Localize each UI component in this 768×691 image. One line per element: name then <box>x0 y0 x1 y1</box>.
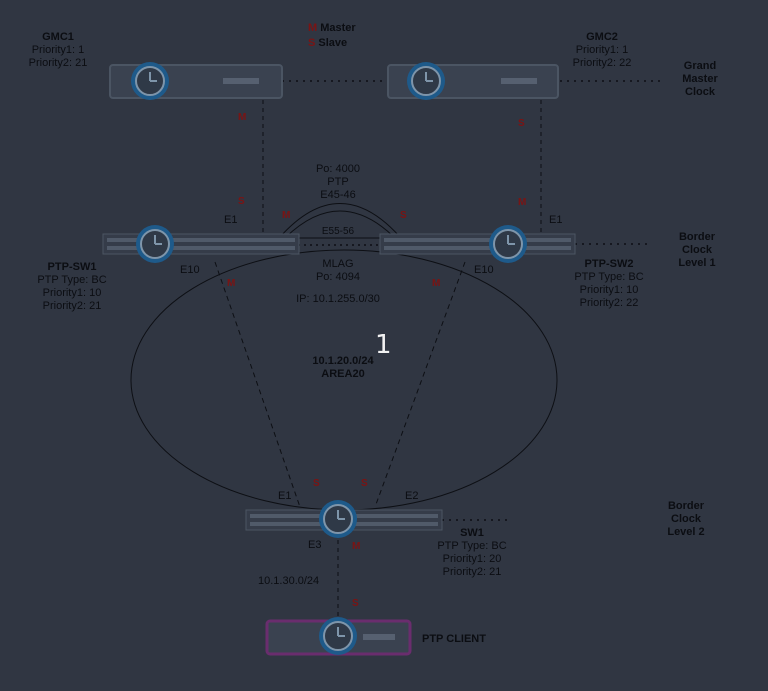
client-subnet-label: 10.1.30.0/24 <box>258 575 320 587</box>
gmc1-device <box>109 62 283 100</box>
ptp-sw1-device <box>102 225 300 263</box>
role-sw1-e2-slave: S <box>361 478 368 489</box>
port-ptpsw2-e1: E1 <box>549 214 563 226</box>
gmc1-labels: GMC1 Priority1: 1 Priority2: 21 <box>28 31 88 69</box>
ptpsw2-sw1-link <box>374 261 466 508</box>
gmc2-labels: GMC2 Priority1: 1 Priority2: 22 <box>572 31 632 69</box>
mlag-labels: MLAG Po: 4094 <box>315 258 361 283</box>
sw1-labels: SW1 PTP Type: BC Priority1: 20 Priority2… <box>437 527 507 578</box>
ptp-sw1-labels: PTP-SW1 PTP Type: BC Priority1: 10 Prior… <box>37 261 107 312</box>
ptp-po4000-arc-inner <box>285 210 395 238</box>
ptp-client-device <box>265 617 412 656</box>
port-sw1-e1: E1 <box>278 490 292 502</box>
role-ptp-link-master: M <box>282 210 291 221</box>
role-gmc1-master: M <box>238 112 247 123</box>
mlag-ip-label: IP: 10.1.255.0/30 <box>296 293 380 305</box>
area-labels: 10.1.20.0/24 AREA20 <box>312 355 374 380</box>
role-ptpsw1-slave: S <box>238 196 245 207</box>
port-ptpsw2-e10: E10 <box>474 264 494 276</box>
role-ptpsw1-e10-master: M <box>227 278 236 289</box>
legend-master: M Master <box>308 22 356 34</box>
port-ptpsw1-e10: E10 <box>180 264 200 276</box>
port-sw1-e3: E3 <box>308 539 322 551</box>
ptp-client-label: PTP CLIENT <box>422 633 486 645</box>
role-sw1-e1-slave: S <box>313 478 320 489</box>
ptp-link-labels: Po: 4000 PTP E45-46 <box>315 163 361 201</box>
port-sw1-e2: E2 <box>405 490 419 502</box>
port-ptpsw1-e1: E1 <box>224 214 238 226</box>
ptp-po4000-arc-outer <box>279 203 401 238</box>
gmc2-device <box>387 62 559 100</box>
role-gmc2-slave: S <box>518 118 525 129</box>
legend-slave: S Slave <box>308 37 348 49</box>
sw1-device <box>245 500 443 538</box>
ptp-sw2-labels: PTP-SW2 PTP Type: BC Priority1: 10 Prior… <box>574 258 644 309</box>
role-sw1-e3-master: M <box>352 541 361 552</box>
role-ptp-link-slave: S <box>400 210 407 221</box>
role-ptpsw2-master: M <box>518 197 527 208</box>
role-client-slave: S <box>352 598 359 609</box>
ptp-sw2-device <box>379 225 576 263</box>
mlag-ports-label: E55-56 <box>321 226 355 237</box>
overlay-number: 1 <box>375 330 392 360</box>
role-ptpsw2-e10-master: M <box>432 278 441 289</box>
ptpsw1-sw1-link <box>214 261 301 508</box>
